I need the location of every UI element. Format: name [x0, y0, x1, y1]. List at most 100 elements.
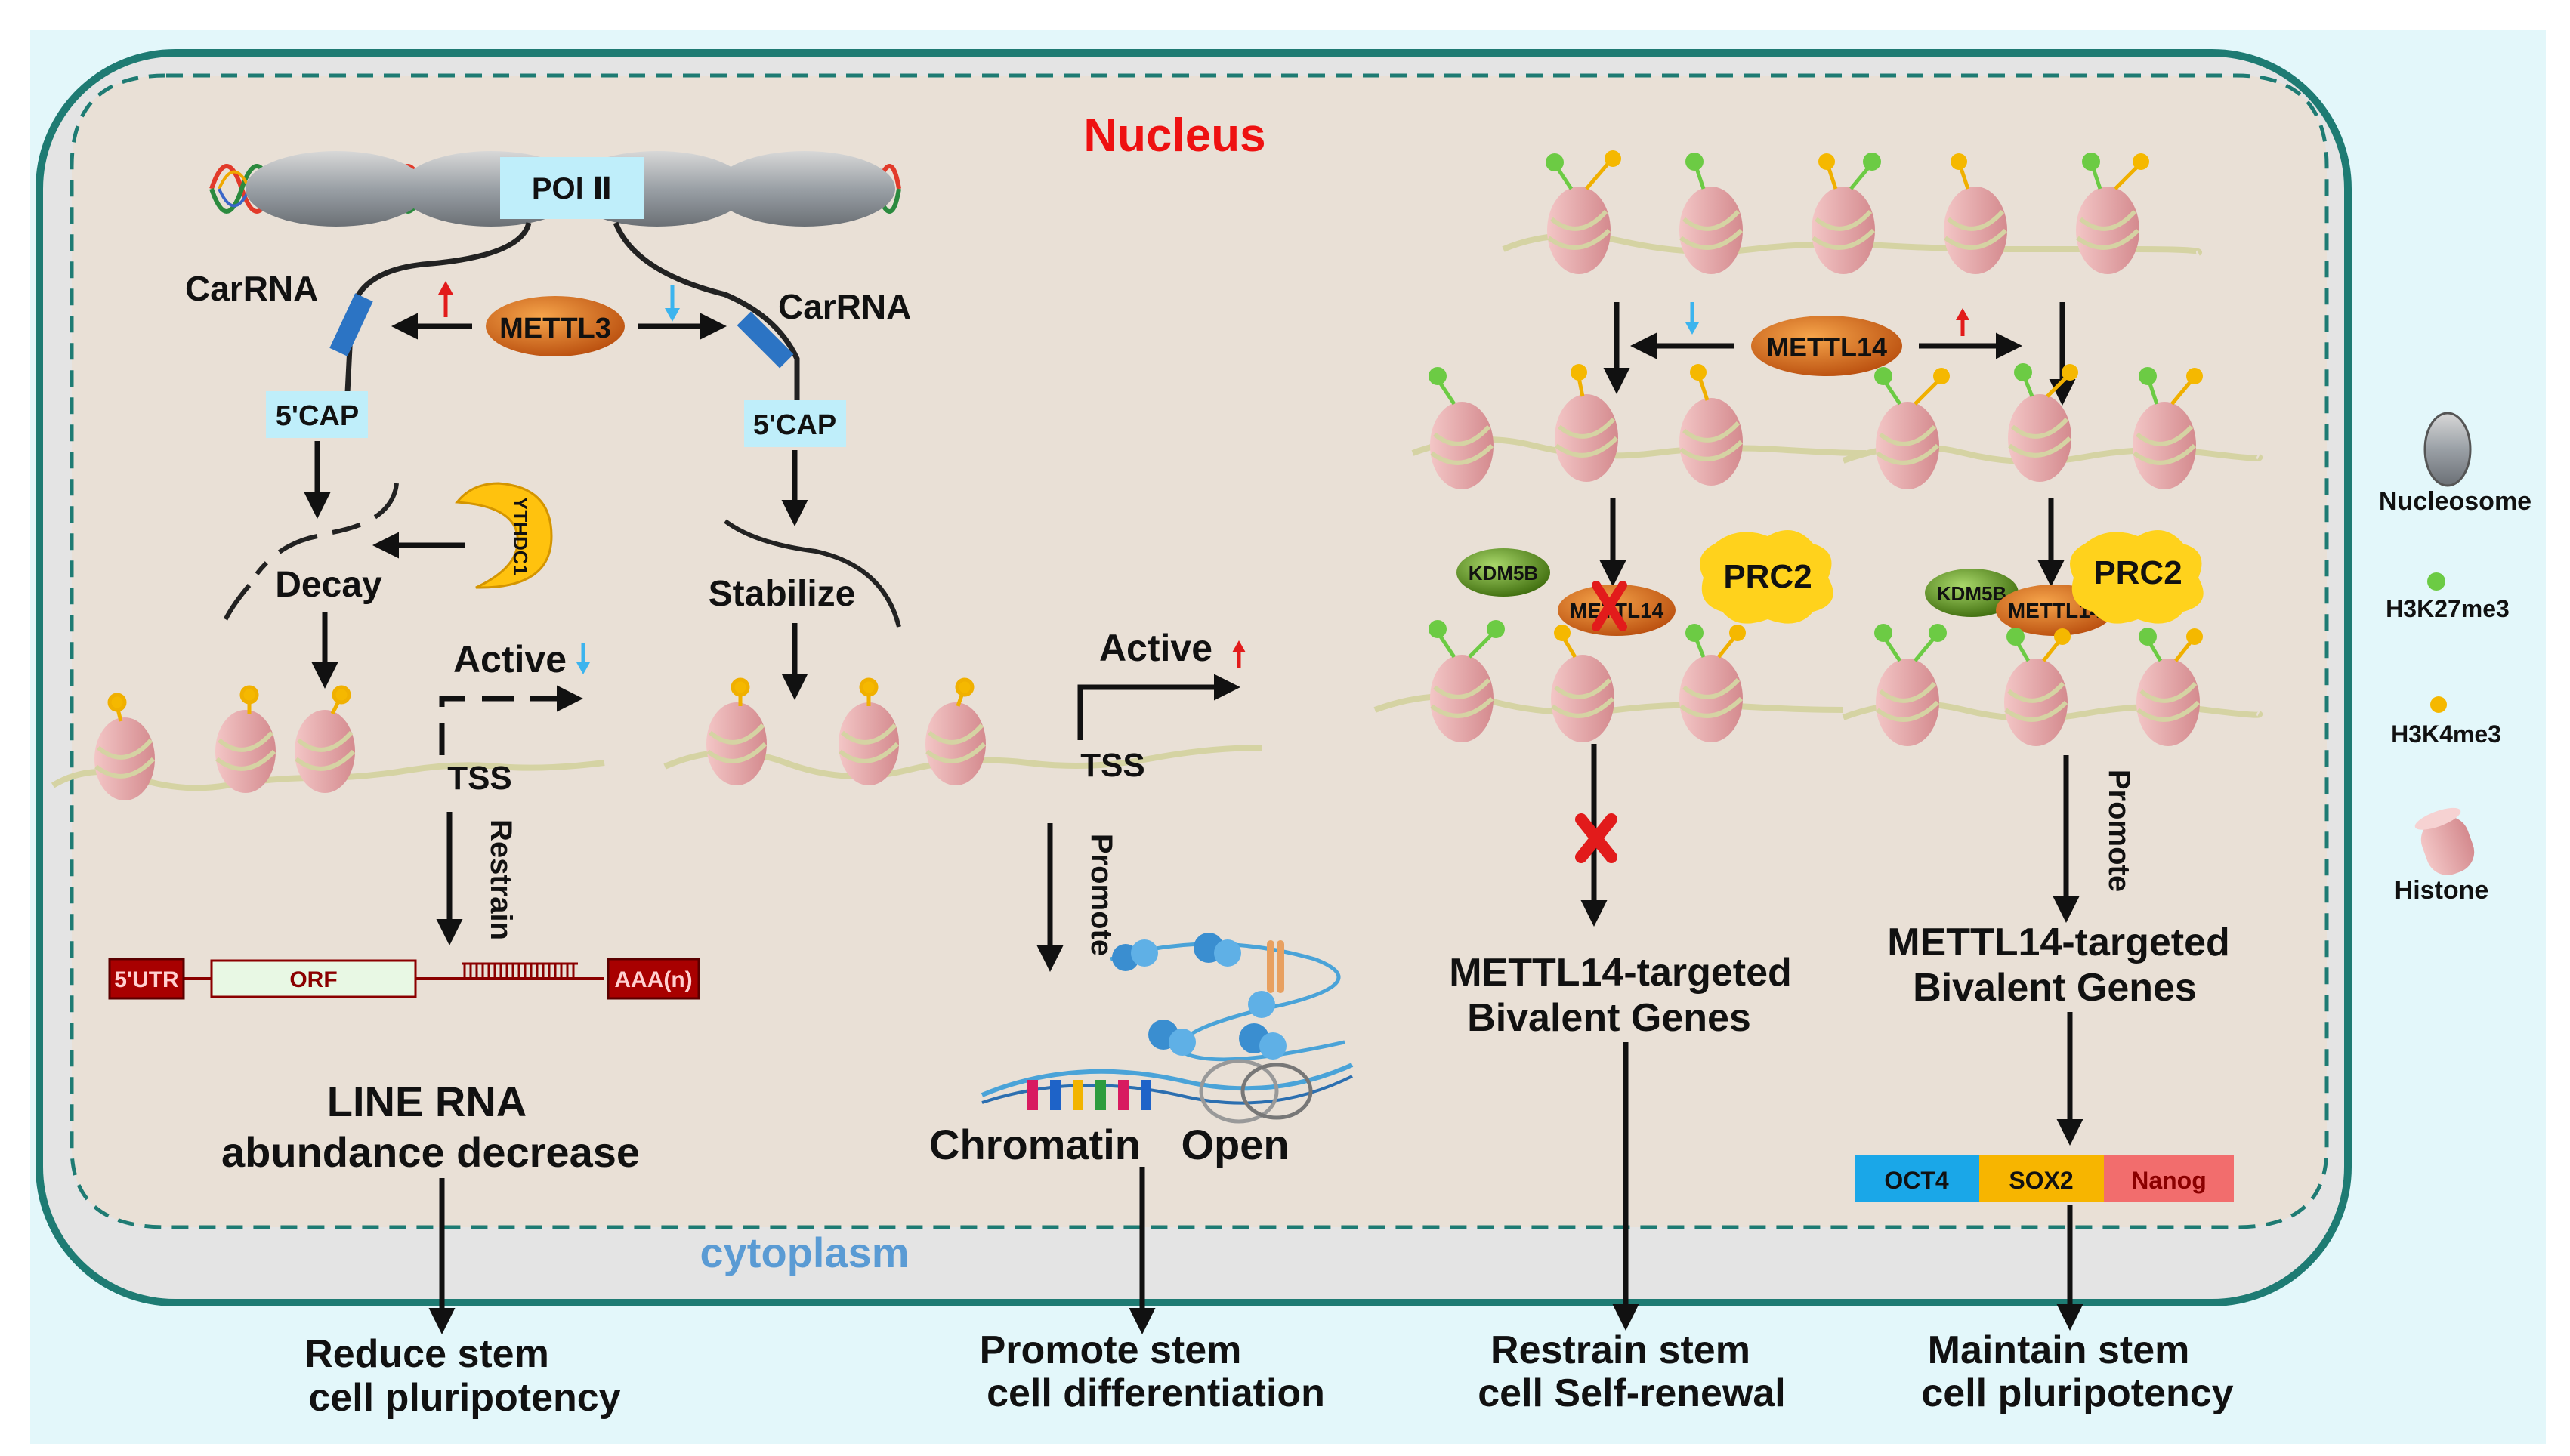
sox2-gene: [1979, 1155, 2104, 1202]
legend-h3k27me3-label: H3K27me3: [2386, 595, 2510, 622]
mettl3-protein: [486, 296, 625, 356]
nucleosomes-row2-right: [1876, 394, 2197, 489]
legend-histone-icon: [2414, 807, 2475, 875]
nanog-label: Nanog: [2131, 1167, 2207, 1194]
kdm5b-left-label: KDM5B: [1469, 562, 1538, 585]
outcome-reduce-2: cell pluripotency: [308, 1376, 620, 1420]
up-arrow-red-icon: [1232, 640, 1246, 668]
open-label: Open: [1181, 1121, 1289, 1168]
bivalent-left-1: METTL14-targeted: [1449, 951, 1792, 995]
oct4-gene: [1855, 1155, 1979, 1202]
blocked-x-icon: [1575, 813, 1617, 863]
up-arrow-red-icon: [1956, 308, 1969, 336]
outcome-renew-2: cell Self-renewal: [1478, 1371, 1786, 1415]
h3k4me3-marks-left: [107, 685, 351, 722]
bivalent-right-1: METTL14-targeted: [1887, 921, 2230, 964]
prc2-left-label: PRC2: [1723, 558, 1812, 595]
legend: Nucleosome H3K27me3 H3K4me3 Histone: [2379, 412, 2531, 905]
active-label-right: Active: [1099, 627, 1212, 669]
sox2-label: SOX2: [2009, 1167, 2073, 1194]
chromatin-line-row2-left: [1411, 436, 1867, 459]
tss-label-left: TSS: [447, 760, 512, 797]
nucleosomes-middle: [706, 702, 987, 785]
mettl14-top-protein: [1751, 316, 1902, 376]
active-solid-arrow: [1077, 674, 1240, 740]
cap-label-left: 5'CAP: [276, 400, 359, 432]
outcome-maintain-1: Maintain stem: [1928, 1328, 2190, 1372]
carrna-label-right: CarRNA: [778, 287, 911, 326]
promote-label-middle: Promote: [1085, 834, 1118, 956]
up-arrow-red-icon: [438, 281, 453, 317]
outcome-maintain-2: cell pluripotency: [1921, 1371, 2233, 1415]
stabilized-rna: [724, 519, 901, 628]
decay-label: Decay: [275, 565, 382, 605]
carrna-mark-left: [329, 293, 373, 356]
prc2-right-complex: [2070, 530, 2204, 624]
nanog-gene: [2104, 1155, 2234, 1202]
utr5-label: 5'UTR: [114, 967, 179, 992]
legend-nucleosome-label: Nucleosome: [2379, 487, 2531, 516]
kdm5b-right-protein: [1925, 569, 2019, 617]
oct4-label: OCT4: [1884, 1167, 1949, 1194]
histone-marks-row2-left: [1429, 364, 1710, 406]
nucleosomes-row3-left: [1430, 655, 1744, 742]
stabilize-label: Stabilize: [709, 574, 856, 614]
nucleus-title: Nucleus: [1083, 110, 1265, 162]
carrna-strand-right: [613, 221, 800, 400]
kdm5b-left-protein: [1456, 548, 1550, 597]
line-rna-transcript: [108, 958, 700, 1000]
legend-h3k27me3-icon: [2427, 572, 2445, 591]
carrna-mark-right: [737, 311, 794, 369]
cap-box-right: [744, 400, 846, 447]
outcome-reduce-1: Reduce stem: [304, 1332, 549, 1376]
mettl14-top-label: METTL14: [1766, 332, 1887, 362]
legend-histone-label: Histone: [2395, 876, 2489, 905]
legend-h3k4me3-label: H3K4me3: [2391, 720, 2501, 748]
down-arrow-blue-icon: [1685, 302, 1699, 335]
kdm5b-right-label: KDM5B: [1937, 582, 2006, 605]
histone-marks-row3-right: [1874, 624, 2203, 662]
promote-label-right: Promote: [2102, 770, 2136, 892]
histone-marks-row3-left: [1429, 620, 1746, 659]
active-label-left: Active: [453, 638, 567, 680]
prc2-left-complex: [1700, 530, 1833, 624]
nucleosomes-row3-right: [1876, 659, 2201, 746]
cap-label-right: 5'CAP: [753, 409, 836, 441]
pol2-label: POl Ⅱ: [532, 172, 612, 205]
orf-label: ORF: [289, 967, 337, 992]
nucleosomes-row2-left: [1430, 394, 1744, 489]
polya-label: AAA(n): [614, 967, 692, 992]
decayed-rna-fragments: [217, 483, 399, 635]
pol2-box: [500, 157, 644, 219]
down-arrow-blue-icon: [576, 643, 590, 674]
outcome-diff-1: Promote stem: [980, 1328, 1242, 1372]
chromosome-icon: [1267, 940, 1284, 993]
cytoplasm-label: cytoplasm: [700, 1229, 910, 1276]
inhibited-x-icon: [1592, 581, 1627, 631]
bivalent-left-2: Bivalent Genes: [1467, 996, 1751, 1040]
nucleus-region: [72, 76, 2327, 1227]
cap-box-left: [266, 391, 368, 438]
chromatin-label: Chromatin: [929, 1121, 1141, 1168]
bivalent-right-2: Bivalent Genes: [1913, 966, 2197, 1010]
open-chromatin-illustration: [981, 933, 1354, 1124]
histone-marks-top-right: [1546, 150, 2149, 190]
down-arrow-blue-icon: [665, 285, 680, 322]
histone-marks-row2-right: [1874, 363, 2203, 406]
nucleosomes-top-right: [1547, 187, 2140, 274]
mettl3-label: METTL3: [499, 313, 611, 344]
legend-nucleosome-icon: [2423, 412, 2472, 487]
prc2-right-label: PRC2: [2093, 554, 2182, 591]
ythdc1-label: YTHDC1: [509, 497, 532, 575]
outcome-renew-1: Restrain stem: [1490, 1328, 1750, 1372]
carrna-label-left: CarRNA: [185, 269, 318, 308]
outcome-diff-2: cell differentiation: [987, 1371, 1325, 1415]
line-rna-title-1: LINE RNA: [327, 1078, 527, 1125]
tss-label-right: TSS: [1080, 747, 1145, 784]
line-rna-title-2: abundance decrease: [221, 1128, 640, 1176]
h3k4me3-marks-middle: [731, 677, 975, 707]
ythdc1-protein: [455, 482, 553, 589]
legend-h3k4me3-icon: [2430, 696, 2447, 713]
restrain-label: Restrain: [484, 819, 517, 940]
